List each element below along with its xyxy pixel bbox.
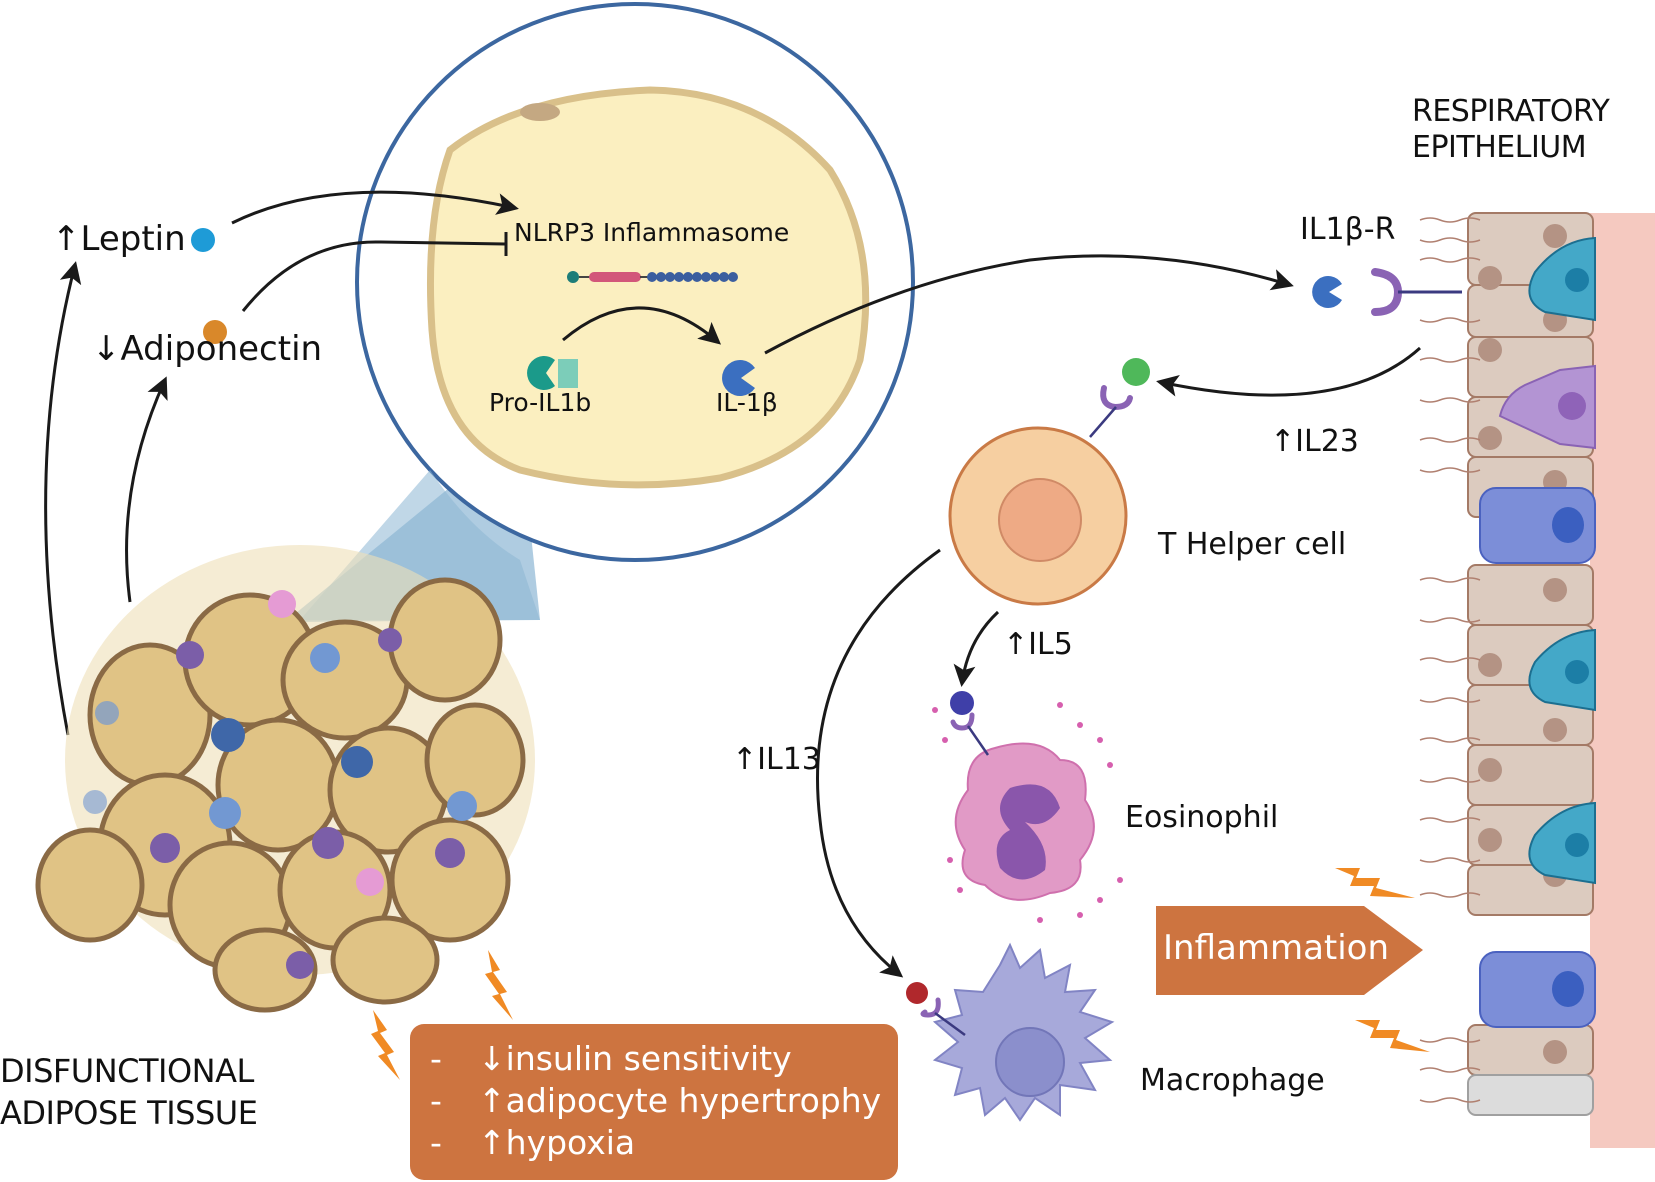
tissue-title-line-2: ADIPOSE TISSUE [0,1094,258,1132]
il5-label: ↑IL5 [1003,630,1073,660]
t-helper-receptor-stalk [1089,406,1117,438]
eosinophil-receptor-icon [950,712,975,731]
bullet-dash: - [430,1039,442,1078]
zap-icon-epithelium-2 [1355,1020,1430,1052]
leptin-name: Leptin [80,219,186,259]
effect-text: insulin sensitivity [505,1039,792,1078]
inflammation-arrow [1156,906,1423,995]
adiponectin-down-arrow: ↓ [92,329,121,369]
macrophage-nucleus [995,1027,1065,1097]
nlrp3-molecule-icon [567,271,738,283]
zap-icon-epithelium-1 [1335,868,1415,898]
respiratory-epithelium [1419,212,1655,1148]
bullet-dash: - [430,1123,442,1162]
nlrp3-label: NLRP3 Inflammasome [514,218,790,247]
il1b-label: IL-1β [716,388,778,417]
leptin-label: ↑Leptin [52,222,186,256]
adipocyte-cell [426,86,870,489]
adipose-tissue-cluster [35,545,535,1013]
il23-arrow [1156,346,1422,397]
il1b-to-receptor-arrow [764,254,1294,355]
epithelium-title-line-1: RESPIRATORY [1412,94,1610,129]
il13-up-arrow: ↑ [732,742,758,777]
epithelium-title-line-2: EPITHELIUM [1412,130,1587,165]
effect-text: adipocyte hypertrophy [505,1081,882,1120]
leptin-dot [191,228,215,252]
bullet-dash: - [430,1081,442,1120]
t-helper-nucleus [998,478,1082,562]
adiponectin-inhibit-line [241,240,506,312]
pro-il1b-icon [527,356,578,390]
macrophage-receptor-stalk [934,1011,966,1037]
macrophage-receptor-icon [920,997,941,1018]
macrophage-label: Macrophage [1140,1063,1325,1098]
zap-icon-tissue-2 [371,1010,400,1080]
il5-up-arrow: ↑ [1003,627,1029,662]
il5-name: IL5 [1028,627,1073,662]
eosinophil-label: Eosinophil [1125,800,1279,835]
il1b-bound-icon [1312,276,1342,308]
il23-up-arrow: ↑ [1270,424,1296,459]
adiponectin-dot [203,320,227,344]
pro-il1b-label: Pro-IL1b [489,388,592,417]
effect-item: -↑hypoxia [430,1126,635,1159]
tissue-to-leptin-arrow [44,261,82,736]
il13-arrow [816,548,941,978]
tissue-title-line-1: DISFUNCTIONAL [0,1052,254,1090]
leptin-up-arrow: ↑ [52,219,81,259]
receptor-label: IL1β-R [1300,212,1396,247]
il13-dot [906,982,928,1004]
il1b-receptor-icon [1371,268,1403,316]
inflammation-label: Inflammation [1163,928,1390,968]
il23-name: IL23 [1295,424,1359,459]
tissue-to-adiponectin-arrow [125,376,168,603]
leptin-to-nlrp3-arrow [231,190,519,225]
down-arrow: ↓ [478,1039,506,1078]
metabolic-effects-box: -↓insulin sensitivity -↑adipocyte hypert… [410,1024,898,1180]
effect-item: -↑adipocyte hypertrophy [430,1084,881,1117]
tissue-title: DISFUNCTIONAL ADIPOSE TISSUE [0,1050,258,1134]
adiponectin-label: ↓Adiponectin [92,332,322,366]
epithelium-title: RESPIRATORY EPITHELIUM [1412,94,1610,166]
eosinophil-receptor-stalk [966,725,990,756]
effect-item: -↓insulin sensitivity [430,1042,792,1075]
conversion-arrow [562,306,722,345]
eosinophil-cell [932,702,1123,923]
zap-icon-tissue-1 [485,950,513,1020]
up-arrow: ↑ [478,1123,506,1162]
il13-name: IL13 [757,742,821,777]
il23-label: ↑IL23 [1270,427,1359,457]
il5-arrow [953,610,1000,687]
up-arrow: ↑ [478,1081,506,1120]
il13-label: ↑IL13 [732,745,821,775]
il1b-icon [722,360,755,397]
t-helper-receptor-icon [1100,385,1133,411]
adiponectin-name: Adiponectin [120,329,323,369]
t-helper-label: T Helper cell [1158,527,1347,562]
adipocyte-nucleus [520,103,560,121]
il23-dot [1122,358,1150,386]
effect-text: hypoxia [505,1123,636,1162]
il5-dot [950,691,974,715]
